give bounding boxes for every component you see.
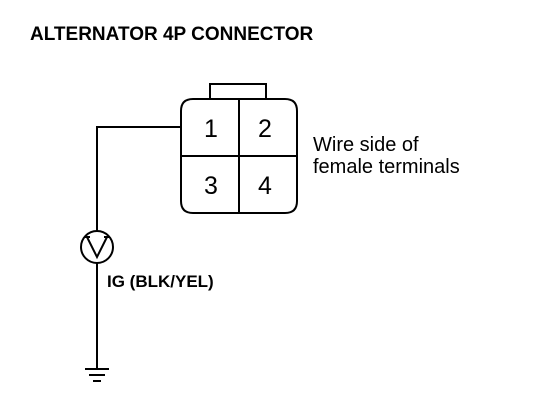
connector-4p [180, 83, 298, 214]
terminal-view-note-line-2: female terminals [313, 156, 460, 178]
diagram-title: ALTERNATOR 4P CONNECTOR [30, 24, 314, 45]
terminal-view-note-line-1: Wire side of [313, 134, 419, 156]
test-wire [96, 126, 181, 231]
terminal-1: 1 [204, 115, 218, 143]
terminal-view-note: Wire side of female terminals [313, 134, 460, 178]
terminal-4: 4 [258, 172, 272, 200]
voltmeter-icon [80, 230, 114, 264]
connector-latch [209, 83, 267, 100]
ground-icon [85, 368, 109, 382]
terminal-3: 3 [204, 172, 218, 200]
connector-body [180, 98, 298, 214]
wire-label: IG (BLK/YEL) [107, 272, 214, 291]
terminal-2: 2 [258, 115, 272, 143]
